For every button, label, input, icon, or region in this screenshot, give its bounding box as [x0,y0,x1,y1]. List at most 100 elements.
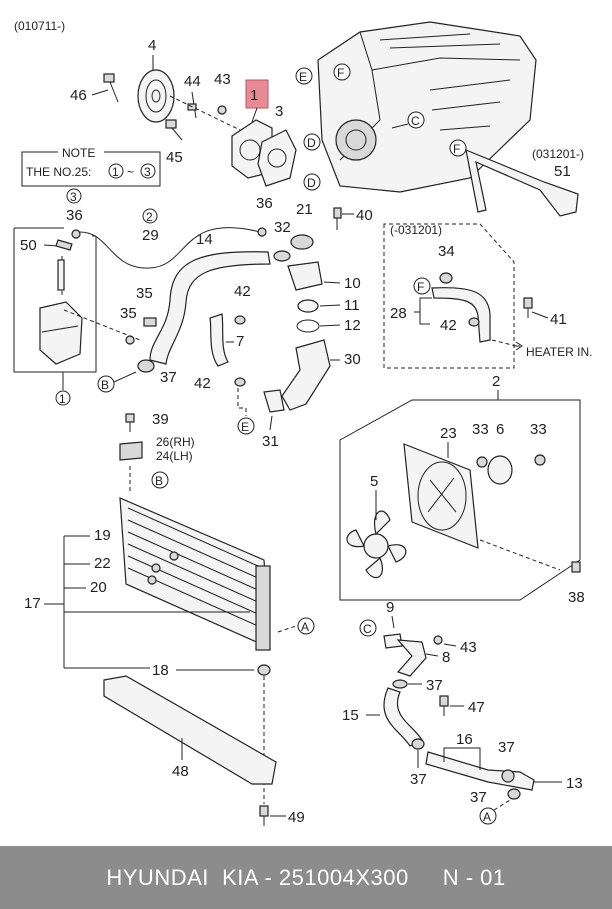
callout-35-a: 35 [136,285,153,302]
overflow-hose [79,227,261,269]
callout-31: 31 [262,433,279,450]
callout-28: 28 [390,305,407,322]
callout-13: 13 [566,775,583,792]
callout-20: 20 [90,579,107,596]
fan-group-box [339,399,581,601]
svg-text:A: A [483,810,491,824]
engine-block [317,21,537,193]
svg-text:C: C [411,114,420,128]
callout-10: 10 [344,275,361,292]
callout-36-a: 36 [66,207,83,224]
footer-brand: HYUNDAI KIA - 251004X300 [106,864,409,890]
callout-2: 2 [492,373,500,390]
callout-14: 14 [196,231,213,248]
heater-in-label: HEATER IN. [526,345,592,359]
circle-C-2: C [359,619,377,637]
svg-text:D: D [307,176,316,190]
callout-3: 3 [275,103,283,120]
circle-F-2: F [413,277,431,295]
svg-text:D: D [307,136,316,150]
callout-30: 30 [344,351,361,368]
circle-A-1: A [297,617,315,635]
circle-F-1: F [333,63,351,81]
upper-radiator-hose [149,251,271,365]
gasket-31 [263,389,285,413]
callout-45: 45 [166,149,183,166]
note-sep: ~ [127,165,134,179]
note-to: 3 [144,165,151,179]
note-from: 1 [112,165,119,179]
circle-B-1: B [97,375,115,393]
bolt-46 [103,73,119,103]
callout-38: 38 [568,589,585,606]
coolant-reservoir [39,301,83,365]
callout-37-a: 37 [160,369,177,386]
callout-24: 24(LH) [156,449,193,463]
callout-21: 21 [296,201,313,218]
callout-37-e: 37 [470,789,487,806]
water-inlet-fitting [281,339,331,411]
lower-radiator-hose [383,687,423,747]
inset-box-old [383,223,515,369]
thermostat-housing [287,261,323,291]
circle-D-1: D [303,133,321,151]
callout-11: 11 [344,297,360,314]
callout-17: 17 [24,595,41,612]
callout-46: 46 [70,87,87,104]
svg-text:C: C [363,622,372,636]
circle-C-1: C [407,111,425,129]
callout-23: 23 [440,425,457,442]
note-title: NOTE [62,146,95,160]
svg-text:1: 1 [59,392,66,406]
callout-18: 18 [152,662,169,679]
callout-37-d: 37 [498,739,515,756]
callout-22: 22 [94,555,111,572]
circle-F-3: F [449,139,467,157]
callout-42-c: 42 [440,317,457,334]
callout-19: 19 [94,527,111,544]
callout-36-b: 36 [256,195,273,212]
callout-35-b: 35 [120,305,137,322]
callout-44: 44 [184,73,201,90]
callout-41: 41 [550,311,567,328]
circle-2: 2 [142,208,158,224]
water-pump-gasket [257,129,297,187]
heater-pipe-new [465,149,579,217]
callout-33-a: 33 [472,421,489,438]
callout-51: 51 [554,163,571,180]
callout-6: 6 [496,421,504,438]
circle-3: 3 [66,188,82,204]
callout-42-b: 42 [194,375,211,392]
callout-43-a: 43 [214,71,231,88]
callout-1: 1 [250,87,258,104]
callout-32: 32 [274,219,291,236]
callout-37-c: 37 [410,771,427,788]
circle-E-1: E [295,67,313,85]
callout-40: 40 [356,207,373,224]
reservoir-cap [55,239,73,251]
svg-text:A: A [301,620,309,634]
callout-49: 49 [288,809,305,826]
callout-15: 15 [342,707,359,724]
lower-insulator [103,675,277,785]
callout-9: 9 [386,599,394,616]
callout-12: 12 [344,317,361,334]
callout-29: 29 [142,227,159,244]
note-line: THE NO.25: [26,165,91,179]
callout-47: 47 [468,699,485,716]
svg-text:3: 3 [70,190,77,204]
circle-D-2: D [303,173,321,191]
callout-39: 39 [152,411,169,428]
water-outlet-fitting [396,639,427,677]
thermostat-gasket [296,319,320,333]
circle-E-2: E [237,417,255,435]
callout-5: 5 [370,473,378,490]
callout-16: 16 [456,731,473,748]
svg-text:F: F [453,142,460,156]
cooling-fan [346,510,407,579]
fan-motor [487,455,513,485]
callout-48: 48 [172,763,189,780]
callout-37-b: 37 [426,677,443,694]
header-code: (010711-) [14,19,65,33]
circle-B-2: B [151,471,169,489]
